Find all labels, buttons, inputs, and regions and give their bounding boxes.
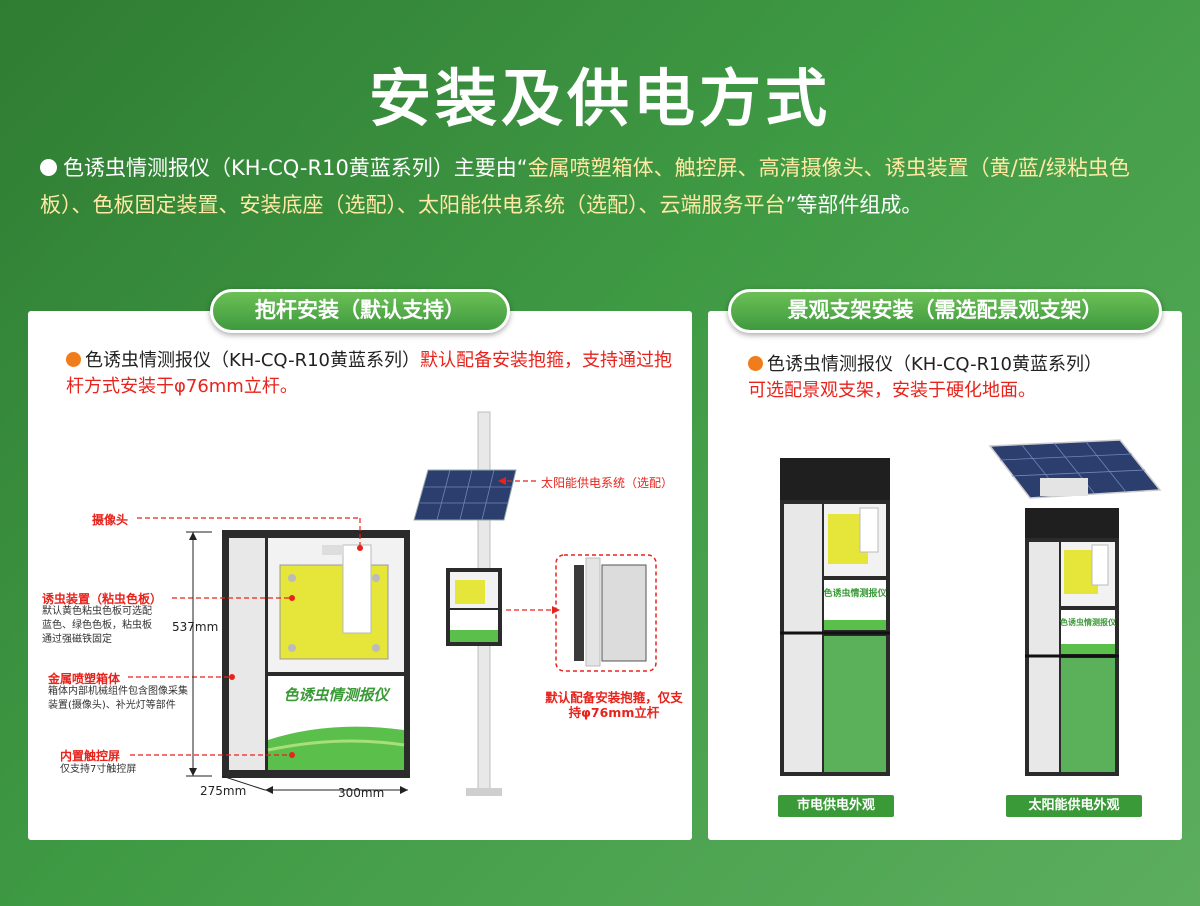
- pole-mount-description: 色诱虫情测报仪（KH-CQ-R10黄蓝系列）默认配备安装抱箍，支持通过抱杆方式安…: [66, 348, 676, 400]
- screen-note: 仅支持7寸触控屏: [60, 764, 137, 775]
- mains-power-tag: 市电供电外观: [778, 795, 894, 817]
- bullet-icon: [66, 352, 81, 367]
- intro-text-1: 色诱虫情测报仪（KH-CQ-R10黄蓝系列）主要由“: [63, 156, 528, 180]
- pole-mount-title: 抱杆安装（默认支持）: [210, 289, 510, 333]
- landscape-mount-description: 色诱虫情测报仪（KH-CQ-R10黄蓝系列） 可选配景观支架，安装于硬化地面。: [748, 352, 1168, 404]
- desc-requirement: 可选配景观支架，安装于硬化地面。: [748, 380, 1036, 401]
- desc-requirement: 默认配备安装抱箍，支持通过抱杆方式安装于φ76mm立杆。: [66, 350, 672, 397]
- lure-note: 默认黄色粘虫色板可选配蓝色、绿色色板，粘虫板通过强磁铁固定: [42, 606, 152, 645]
- hoop-label: 默认配备安装抱箍，仅支持φ76mm立杆: [545, 690, 683, 720]
- device-logo-text: 色诱虫情测报仪: [283, 686, 390, 704]
- device-logo-text-2: 色诱虫情测报仪: [1060, 617, 1117, 627]
- box-note: 箱体内部机械组件包含图像采集装置(摄像头)、补光灯等部件: [48, 686, 188, 711]
- screen-label: 内置触控屏: [60, 749, 121, 763]
- mains-stand: [780, 458, 890, 776]
- box-label: 金属喷塑箱体: [48, 672, 121, 686]
- page-title: 安装及供电方式: [368, 62, 831, 135]
- device-logo-text: 色诱虫情测报仪: [823, 587, 887, 599]
- intro-highlight: 金属喷塑箱体、触控屏、高清摄像头、诱虫装置（黄/蓝/绿粘虫色板）、色板固定装置、…: [40, 156, 1130, 217]
- dim-height: 537mm: [172, 620, 219, 634]
- solar-label: 太阳能供电系统（选配）: [541, 476, 674, 490]
- intro-text-2: ”等部件组成。: [785, 193, 923, 217]
- desc-product: 色诱虫情测报仪（KH-CQ-R10黄蓝系列）: [85, 350, 420, 371]
- solar-power-tag: 太阳能供电外观: [1006, 795, 1142, 817]
- bullet-icon: [40, 159, 57, 176]
- dim-width: 300mm: [338, 786, 385, 800]
- device-box: [222, 530, 410, 778]
- bullet-icon: [748, 356, 763, 371]
- intro-paragraph: 色诱虫情测报仪（KH-CQ-R10黄蓝系列）主要由“金属喷塑箱体、触控屏、高清摄…: [40, 150, 1165, 224]
- lure-label: 诱虫装置（粘虫色板）: [42, 592, 163, 606]
- camera-label: 摄像头: [92, 513, 129, 527]
- desc-product: 色诱虫情测报仪（KH-CQ-R10黄蓝系列）: [767, 354, 1102, 375]
- dim-depth: 275mm: [200, 784, 247, 798]
- solar-stand: [988, 439, 1162, 776]
- landscape-mount-title: 景观支架安装（需选配景观支架）: [728, 289, 1162, 333]
